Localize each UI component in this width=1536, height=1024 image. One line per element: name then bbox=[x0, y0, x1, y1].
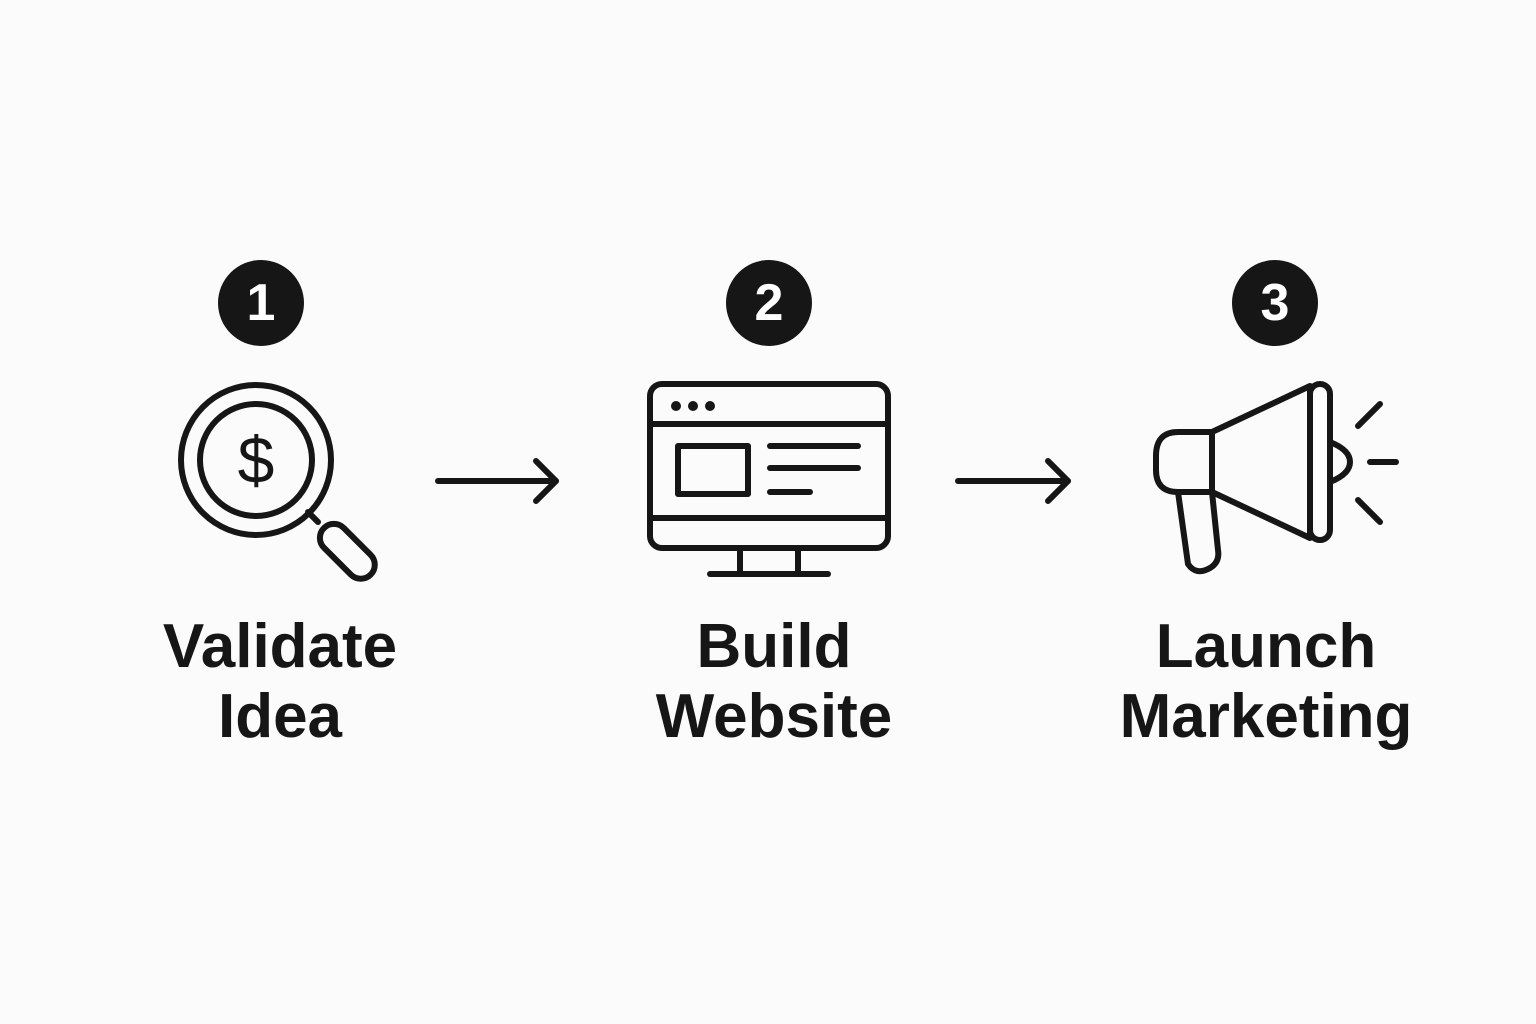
step-1-title: Validate Idea bbox=[100, 612, 460, 752]
arrow-right-icon bbox=[435, 458, 559, 504]
step-2-number-badge: 2 bbox=[726, 260, 812, 346]
step-2-title-line-1: Build bbox=[696, 612, 852, 681]
step-2-title-line-2: Website bbox=[655, 682, 893, 751]
step-1-title-line-2: Idea bbox=[217, 682, 343, 751]
step-3-title: Launch Marketing bbox=[1086, 612, 1446, 752]
monitor-website-icon bbox=[647, 381, 891, 577]
step-3-number-badge: 3 bbox=[1232, 260, 1318, 346]
arrow-right-icon bbox=[955, 458, 1071, 504]
megaphone-icon bbox=[1153, 381, 1399, 575]
dollar-sign-icon: $ bbox=[238, 423, 275, 497]
step-3-title-line-1: Launch bbox=[1155, 612, 1377, 681]
step-3-title-line-2: Marketing bbox=[1119, 682, 1413, 751]
magnifier-dollar-icon: $ bbox=[178, 382, 378, 582]
step-2-title: Build Website bbox=[594, 612, 954, 752]
step-1-title-line-1: Validate bbox=[162, 612, 398, 681]
step-1-number-badge: 1 bbox=[218, 260, 304, 346]
